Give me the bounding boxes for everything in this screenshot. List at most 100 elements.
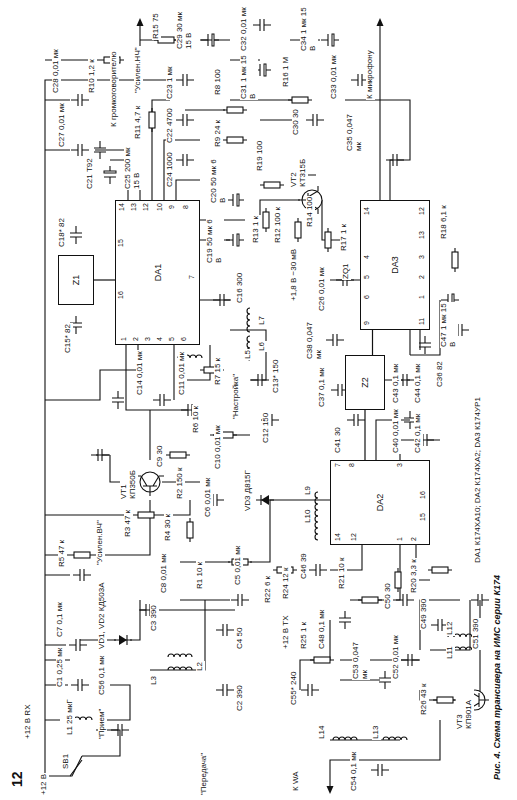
inductor-symbol [315,516,318,540]
capacitor-symbol [153,394,171,406]
part-label: C48 0,1 мк [318,609,327,650]
page-number: 12 [10,770,25,788]
resistor-symbol [452,248,458,272]
capacitor-symbol [216,624,234,636]
pin-number: 15 [419,512,427,522]
part-label: C2 390 [236,684,245,712]
part-label: C14 0,01 мк [136,350,145,396]
part-label: R20 3,3 к [410,558,419,594]
capacitor-symbol [251,374,269,386]
capacitor-symbol [70,226,82,244]
part-label: C47 1 мк 15 В [440,302,458,348]
capacitor-symbol [176,74,194,86]
part-label: C35 0,047 мк [346,106,364,152]
part-label: R12 100 к [274,206,283,244]
resistor-symbol [187,518,193,542]
part-label: VT3 КП901А [456,684,474,730]
part-label: C18* 82 [58,217,67,248]
pin-number: 1 [120,336,128,342]
capacitor-symbol [371,764,389,776]
part-label: R17 1 к [340,223,349,252]
part-label: "Настройка" [232,373,241,420]
part-label: R3 47 к [124,509,133,538]
chip-name: Z2 [360,375,370,390]
chip-name: DA2 [375,492,385,514]
part-label: C4 50 [236,627,245,650]
part-label: C5 0,01 мк [234,545,243,586]
part-label: C31 1 мк 15 В [240,54,258,100]
part-label: R25 1 к [300,621,309,650]
pin-number: 9 [363,320,371,326]
part-label: C36 82 [436,360,445,388]
part-label: C55* 240 [290,671,299,706]
pin-number: 4 [363,254,371,260]
part-label: R1 10 к [196,561,205,590]
part-label: C23 1 мк [166,65,175,100]
capacitor-symbol [176,154,194,166]
output-arrow [137,18,144,26]
part-label: SB1 [62,753,71,770]
part-label: "Прием" [98,708,107,740]
pin-number: 10 [156,202,164,212]
part-label: C15* 82 [64,323,73,354]
inductor-symbol [315,492,318,516]
pin-number: 5 [363,274,371,280]
part-label: C43 0,1 мк [392,363,401,404]
pin-number: 2 [418,274,426,280]
pin-number: 14 [334,532,342,542]
part-label: R13 1 к [252,215,261,244]
pin-number: 11 [418,317,426,326]
chip-name: Z1 [71,273,81,288]
pin-number: 1 [396,536,404,542]
part-label: C3 390 [150,604,159,632]
part-label: К громкоговорителю [110,51,119,128]
part-label: VT1 КП350Б [120,454,138,500]
capacitor-symbol [379,671,391,689]
capacitor-symbol [306,114,324,126]
part-label: L5 [244,349,253,360]
part-label: "Усилен.НЧ" [134,46,143,94]
part-label: L6 [258,341,267,352]
part-label: C22 4700 [166,107,175,144]
pin-number: 6 [180,336,188,342]
part-label: R5 47 к [58,539,67,568]
inductor-symbol [168,667,192,670]
resistor-symbol [428,567,452,573]
part-label: C51 390 [472,618,481,650]
capacitor-symbol [104,166,116,184]
pin-number: 13 [418,230,426,240]
part-label: R16 1 М [282,56,291,88]
part-label: C19 50 мк 6 В [206,218,224,264]
part-label: VD3 Д815Г [244,469,253,512]
part-label: C33 0,01 мк [330,54,339,100]
capacitor-symbol [94,141,106,159]
resistor-symbol [134,512,158,518]
capacitor-symbol [326,334,344,346]
pin-number: 3 [396,462,404,468]
switch-symbol [70,756,82,776]
part-label: C12 150 [262,412,271,444]
part-label: C46 39 [300,552,309,580]
part-label: C27 0,01 мк [58,102,67,148]
resistor-symbol [433,697,457,703]
part-label: R7 15 к [214,357,223,386]
part-label: L7 [258,315,267,326]
pin-number: 16 [117,290,125,300]
capacitor-symbol [226,194,244,206]
inductor-symbol [247,308,250,332]
capacitor-symbol [69,639,87,651]
resistor-symbol [223,107,247,113]
part-label: R26 43 к [420,682,429,716]
wire-connector [372,330,373,355]
part-label: R4 30 к [164,513,173,542]
part-label: L14 [318,725,327,740]
chip-name: DA1 [153,262,163,284]
part-label: R9 24 к [214,119,223,148]
part-label: L2 [196,661,205,672]
part-label: R18 6,1 к [440,204,449,240]
part-label: R21 10 к [338,556,347,590]
capacitor-symbol [216,684,234,696]
resistor-symbol [310,657,334,663]
pin-number: 15 [117,238,125,248]
